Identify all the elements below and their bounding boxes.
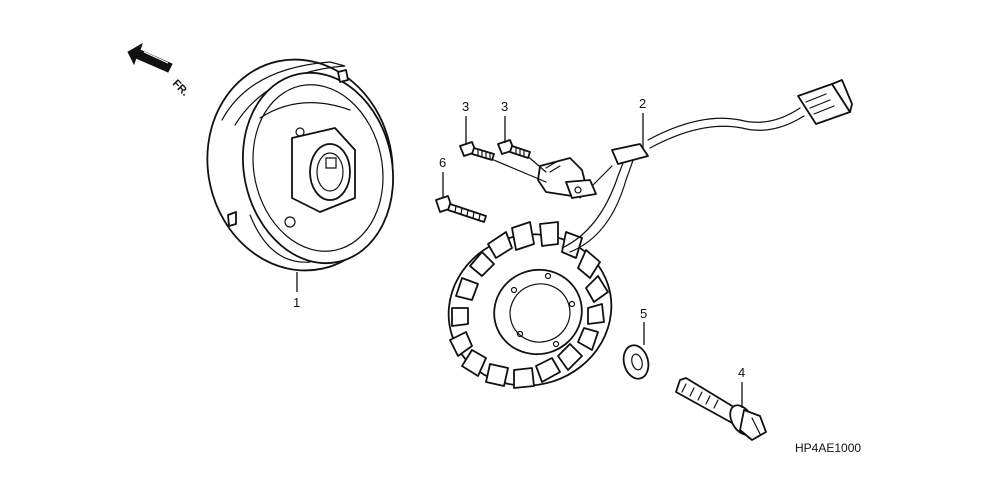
stator [447,221,613,389]
callout-part-3a: 3 [462,99,469,114]
flange-bolt [675,377,767,441]
front-direction-arrow: FR. [127,42,191,99]
bolt-b [497,139,531,159]
bolt-a [459,141,495,161]
callout-part-1: 1 [293,295,300,310]
diagram-code: HP4AE1000 [795,441,861,455]
pulse-sensor [537,157,597,199]
washer [622,344,650,380]
direction-label: FR. [170,78,191,99]
flywheel [206,58,394,272]
harness-connector [797,79,853,125]
leader-lines [296,113,743,408]
callout-part-5: 5 [640,306,647,321]
callout-part-2: 2 [639,96,646,111]
callout-part-6: 6 [439,155,446,170]
stator-poles [449,221,609,389]
callout-part-3b: 3 [501,99,508,114]
bolt-c [435,195,487,223]
callout-part-4: 4 [738,365,745,380]
stator-mount-holes [510,272,576,348]
callout-labels: 1 2 3 3 4 5 6 [293,96,745,380]
